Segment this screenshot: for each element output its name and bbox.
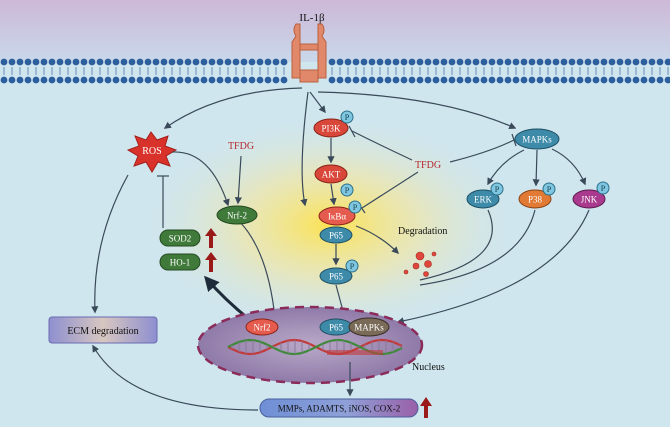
svg-text:P: P — [547, 185, 552, 194]
ligand-label: IL-1β — [299, 12, 325, 24]
p65-bound-label: P65 — [329, 231, 344, 241]
jnk-label: JNK — [581, 195, 598, 205]
activation-glow — [130, 110, 530, 340]
p65-free-node: P65 — [319, 267, 353, 285]
target-genes-box — [259, 398, 419, 418]
sod2-inhibition — [157, 175, 169, 228]
nrf2-cytoplasm-label: Nrf-2 — [227, 211, 247, 221]
ecm-degradation-box — [48, 316, 158, 344]
extracellular-space — [0, 0, 670, 62]
mapks-label: MAPKs — [522, 135, 552, 145]
target-genes-label: MMPs, ADAMTS, iNOS, COX-2 — [278, 404, 401, 414]
cell-membrane — [0, 58, 670, 84]
svg-text:P: P — [345, 113, 350, 122]
receptor-arrows — [163, 87, 517, 207]
erk-label: ERK — [474, 195, 493, 205]
p38-label: P38 — [528, 195, 543, 205]
degradation-fragments — [403, 251, 437, 277]
svg-text:P: P — [353, 203, 358, 212]
p65-nucleus-node: P65 — [319, 318, 353, 336]
ikba-node: IκBα — [318, 206, 356, 226]
akt-label: AKT — [322, 170, 341, 180]
pi3k-node: PI3K — [313, 118, 349, 138]
genes-to-ecm-arrow — [92, 344, 259, 411]
tfdg-inhibitions — [348, 125, 517, 214]
mapks-nucleus-node: MAPKs — [348, 317, 390, 337]
ros-arrows — [91, 151, 278, 320]
jnk-node: JNK — [572, 189, 606, 209]
ecm-degradation-label: ECM degradation — [67, 326, 138, 337]
ikba-label: IκBα — [328, 212, 347, 222]
svg-text:P: P — [345, 186, 350, 195]
upregulation-arrows — [205, 228, 217, 272]
p65-free-label: P65 — [329, 272, 344, 282]
p65-bound-node: P65 — [319, 226, 353, 244]
phospho-badges: PPPPPPPP — [340, 110, 610, 325]
ros-node: ROS — [126, 131, 178, 173]
erk-node: ERK — [466, 189, 500, 209]
promoter-region — [327, 350, 383, 355]
sod2-label: SOD2 — [169, 234, 192, 244]
sod2-node — [159, 229, 201, 247]
p65-nucleus-label: P65 — [329, 323, 344, 333]
genes-upregulation-arrow — [420, 397, 432, 418]
svg-text:P: P — [495, 185, 500, 194]
mapks-nucleus-label: MAPKs — [354, 323, 384, 333]
nrf2-nucleus-label: Nrf2 — [254, 323, 271, 333]
degradation-label: Degradation — [398, 226, 447, 237]
ho1-label: HO-1 — [170, 258, 191, 268]
pi3k-label: PI3K — [321, 124, 341, 134]
nucleus-label: Nucleus — [412, 362, 445, 373]
svg-text:P: P — [350, 262, 355, 271]
nrf2-nucleus-node: Nrf2 — [245, 318, 279, 336]
akt-node: AKT — [314, 164, 348, 184]
ho1-node — [159, 253, 201, 271]
mapk-arrows — [396, 148, 590, 325]
tfdg-center-label: TFDG — [415, 160, 441, 171]
mapks-node: MAPKs — [514, 128, 560, 150]
nrf2-cytoplasm-node — [216, 205, 258, 225]
tfdg-left-label: TFDG — [228, 141, 254, 152]
il1b-receptor — [291, 23, 327, 83]
ros-label: ROS — [142, 146, 161, 157]
p38-node: P38 — [518, 189, 552, 209]
svg-text:P: P — [601, 184, 606, 193]
